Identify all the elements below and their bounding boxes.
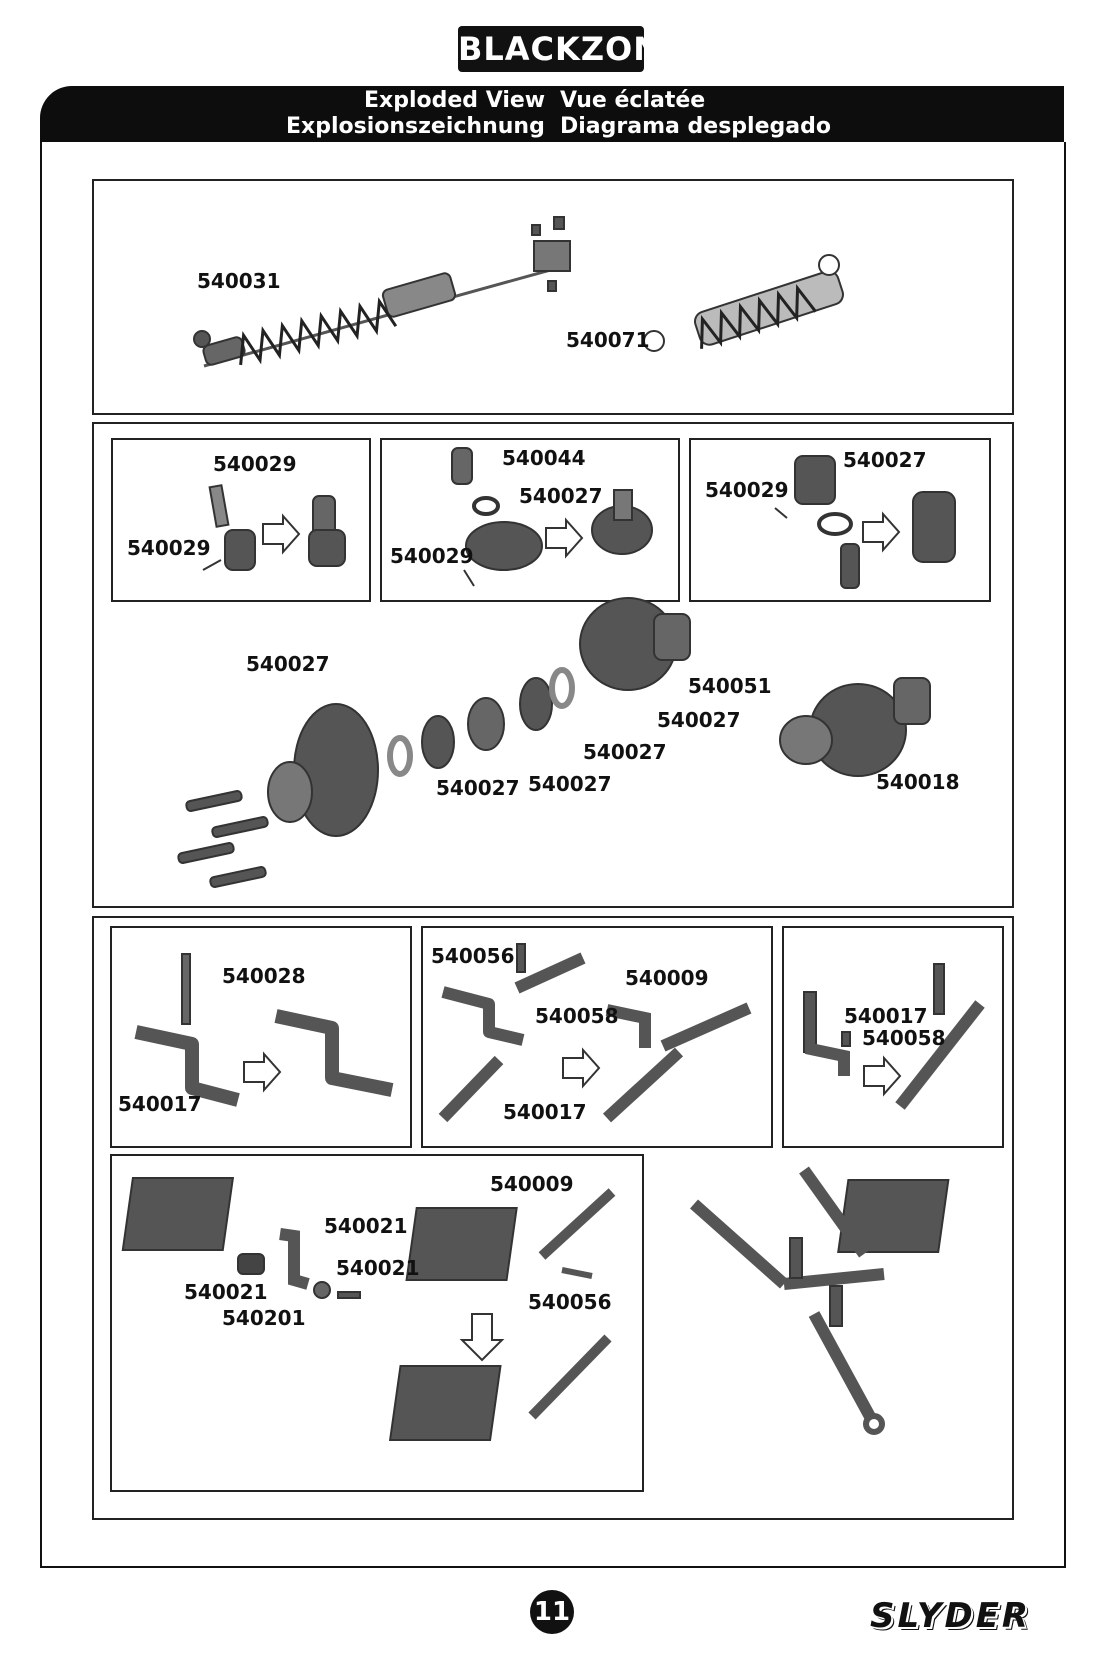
page-number: 11 [530, 1590, 574, 1634]
steering-bellcrank-drawing [803, 963, 985, 1110]
shocks-panel: 540031 540071 [92, 179, 1014, 415]
shock-absorber-drawing [193, 216, 844, 368]
diff-subpanel-2: 540044 540027 540029 [380, 438, 680, 602]
header-diagrama-desplegado: Diagrama desplegado [560, 114, 831, 139]
page-header: Exploded View Vue éclatée Explosionszeic… [40, 86, 1064, 142]
part-label: 540021 [184, 1280, 268, 1304]
part-label: 540058 [535, 1004, 619, 1028]
content-frame [40, 142, 1066, 1568]
header-exploded-view: Exploded View [364, 88, 546, 113]
servo-mount-drawing [121, 1177, 616, 1441]
part-label: 540021 [336, 1256, 420, 1280]
part-label: 540027 [583, 740, 667, 764]
part-label: 540029 [213, 452, 297, 476]
part-label: 540056 [528, 1290, 612, 1314]
part-label: 540058 [862, 1026, 946, 1050]
diff-subpanel-1: 540029 540029 [111, 438, 371, 602]
part-label: 540071 [566, 328, 650, 352]
header-explosionszeichnung: Explosionszeichnung [286, 114, 545, 139]
diff-ring-gear-drawing [451, 447, 653, 587]
part-label: 540027 [436, 776, 520, 800]
header-vue-eclatee: Vue éclatée [560, 88, 706, 113]
part-label: 540027 [528, 772, 612, 796]
part-label: 540029 [127, 536, 211, 560]
part-label: 540009 [490, 1172, 574, 1196]
logo-text: BLACKZON [458, 26, 660, 72]
steering-panel: 540028 540017 540056 540009 540058 54001… [92, 916, 1014, 1520]
slyder-logo: SLYDER [870, 1596, 1032, 1636]
part-label: 540009 [625, 966, 709, 990]
assembled-steering-drawing [690, 1166, 950, 1435]
differential-panel: 540029 540029 540044 540027 540029 [92, 422, 1014, 908]
part-label: 540029 [390, 544, 474, 568]
part-label: 540056 [431, 944, 515, 968]
diff-pinion-drawing [774, 455, 956, 589]
blackzon-logo: BLACKZON [458, 26, 660, 72]
part-label: 540017 [503, 1100, 587, 1124]
part-label: 540027 [519, 484, 603, 508]
steering-post-drawing [134, 953, 394, 1107]
part-label: 540031 [197, 269, 281, 293]
part-label: 540027 [246, 652, 330, 676]
part-label: 540201 [222, 1306, 306, 1330]
diff-outdrive-drawing [202, 484, 346, 571]
part-label: 540021 [324, 1214, 408, 1238]
differential-exploded-drawing [177, 597, 931, 888]
steering-linkage-drawing [438, 943, 752, 1123]
diff-subpanel-3: 540029 540027 [689, 438, 991, 602]
part-label: 540044 [502, 446, 586, 470]
steering-subpanel-1: 540028 540017 [110, 926, 412, 1148]
steering-subpanel-2: 540056 540009 540058 540017 [421, 926, 773, 1148]
part-label: 540027 [843, 448, 927, 472]
part-label: 540018 [876, 770, 960, 794]
part-label: 540017 [844, 1004, 928, 1028]
servo-subpanel: 540009 540021 540021 540021 540201 54005… [110, 1154, 644, 1492]
steering-subpanel-3: 540017 540058 [782, 926, 1004, 1148]
part-label: 540051 [688, 674, 772, 698]
part-label: 540028 [222, 964, 306, 988]
part-label: 540017 [118, 1092, 202, 1116]
part-label: 540029 [705, 478, 789, 502]
part-label: 540027 [657, 708, 741, 732]
